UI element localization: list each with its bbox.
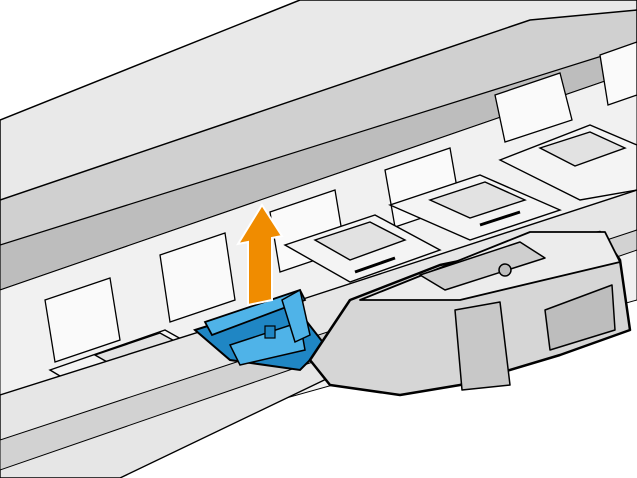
printhead-slot (498, 124, 637, 201)
printhead-slot (283, 214, 442, 283)
printhead-latch[interactable] (192, 288, 327, 372)
cover-beam-shadow (0, 44, 637, 291)
up-arrow-icon (235, 203, 284, 307)
printhead-carriage (308, 230, 632, 397)
printhead-slot (388, 174, 562, 241)
